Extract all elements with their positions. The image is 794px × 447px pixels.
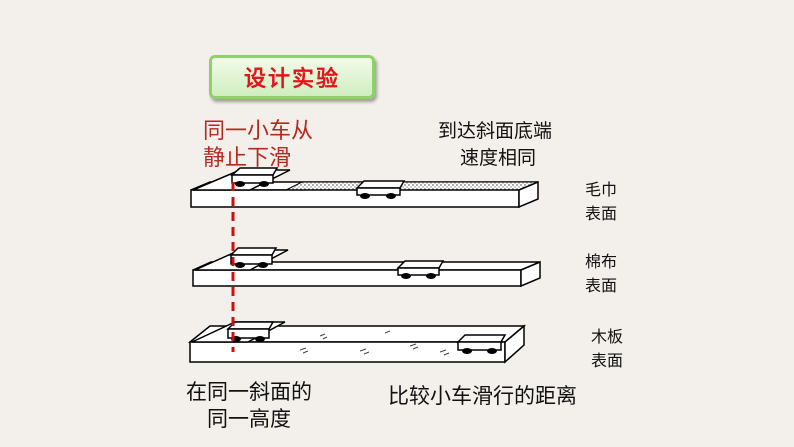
cart-start	[230, 167, 279, 187]
track-towel	[190, 167, 539, 209]
wood-grain-marks	[299, 330, 450, 356]
label-wood: 木板	[591, 327, 624, 346]
label-cotton: 棉布	[585, 252, 618, 271]
note-same-speed: 速度相同	[460, 147, 537, 169]
note-from-rest: 静止下滑	[203, 146, 292, 171]
title-badge: 设计实验	[209, 55, 375, 99]
note-same-cart: 同一小车从	[203, 119, 314, 144]
track-end-face	[518, 180, 539, 209]
label-towel: 毛巾	[585, 180, 618, 199]
note-compare-distance: 比较小车滑行的距离	[388, 384, 577, 408]
cart-stop	[355, 180, 406, 199]
cart-stop	[396, 260, 445, 279]
track-wood	[187, 321, 527, 364]
track-front-face	[190, 189, 520, 208]
track-end-face	[504, 324, 525, 364]
label-towel-surface: 表面	[585, 204, 618, 223]
note-reach-bottom: 到达斜面底端	[438, 120, 553, 142]
cart-stop	[456, 334, 507, 354]
track-end-face	[520, 260, 541, 288]
track-front-face	[192, 269, 522, 287]
note-same-height: 同一高度	[207, 407, 291, 431]
track-cotton	[192, 247, 541, 288]
label-cotton-surface: 表面	[585, 276, 618, 295]
towel-texture	[285, 181, 539, 191]
note-same-slope: 在同一斜面的	[186, 380, 312, 404]
cart-start	[229, 247, 278, 268]
label-wood-surface: 表面	[591, 351, 624, 370]
